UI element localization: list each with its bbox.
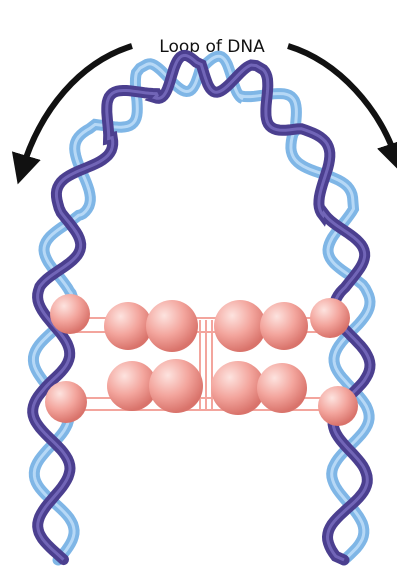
protein-sphere-7 [45, 381, 87, 423]
protein-sphere-11 [211, 361, 265, 415]
protein-sphere-1 [50, 294, 90, 334]
curved-arrow-right-icon [288, 46, 396, 158]
protein-sphere-5 [214, 300, 266, 352]
protein-sphere-10 [149, 359, 203, 413]
protein-sphere-12 [257, 363, 307, 413]
protein-sphere-8 [318, 386, 358, 426]
protein-sphere-3 [104, 302, 152, 350]
protein-sphere-4 [146, 300, 198, 352]
protein-sphere-6 [260, 302, 308, 350]
protein-complex [45, 294, 358, 426]
protein-sphere-2 [310, 298, 350, 338]
